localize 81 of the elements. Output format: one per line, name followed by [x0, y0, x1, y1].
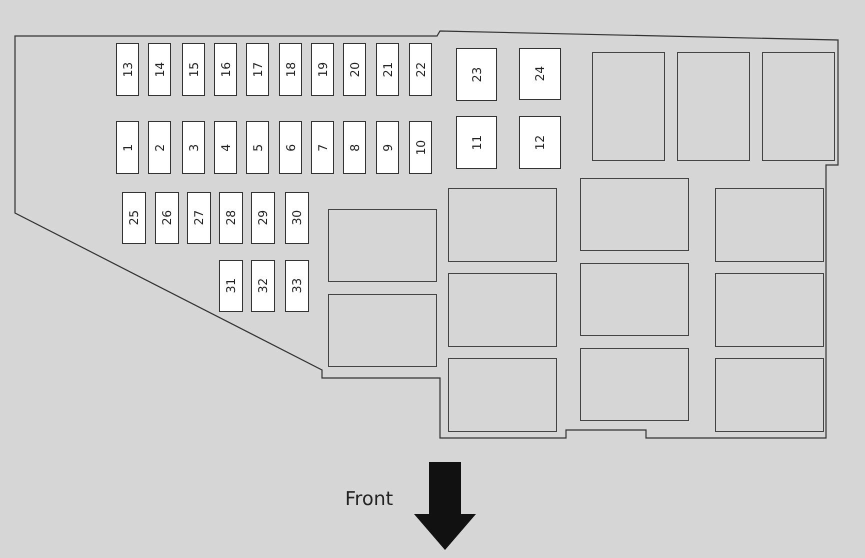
fuse [343, 121, 366, 174]
fuse [214, 121, 237, 174]
relay-slot [328, 209, 437, 282]
fuse-number: 33 [291, 278, 303, 294]
fuse [182, 121, 205, 174]
fuse-number: 9 [382, 144, 394, 152]
relay-slot [715, 358, 824, 432]
relay-slot [592, 52, 665, 161]
fuse-number: 1 [122, 144, 134, 152]
fuse-number: 5 [252, 144, 264, 152]
fuse [409, 121, 432, 174]
fuse-number: 17 [252, 62, 264, 78]
fuse [219, 260, 243, 312]
fuse-number: 32 [257, 278, 269, 294]
fuse-number: 12 [534, 134, 546, 150]
fuse [187, 192, 211, 244]
fuse-number: 4 [220, 144, 232, 152]
fuse [519, 48, 561, 100]
fuse [251, 260, 275, 312]
fuse [148, 43, 171, 96]
relay-slot [580, 263, 689, 336]
fuse-number: 7 [316, 144, 328, 152]
fuse-number: 20 [348, 62, 360, 78]
fuse [116, 121, 139, 174]
fuse [311, 121, 334, 174]
fuse [122, 192, 146, 244]
fuse-number: 2 [154, 144, 166, 152]
fuse-number: 3 [188, 144, 200, 152]
relay-slot [448, 358, 557, 432]
fuse-number: 24 [534, 66, 546, 82]
fuse [246, 121, 269, 174]
fuse-number: 21 [382, 62, 394, 78]
relay-slot [677, 52, 750, 161]
fuse [285, 192, 309, 244]
fuse [519, 116, 561, 169]
fuse-number: 28 [225, 210, 237, 226]
relay-slot [448, 188, 557, 262]
fuse-number: 14 [154, 62, 166, 78]
fuse [376, 121, 399, 174]
relay-slot [715, 188, 824, 262]
relay-slot [580, 348, 689, 421]
fuse-number: 23 [470, 66, 482, 82]
fuse [116, 43, 139, 96]
fuse [285, 260, 309, 312]
fuse [279, 43, 302, 96]
fuse [343, 43, 366, 96]
fuse [409, 43, 432, 96]
fuse [246, 43, 269, 96]
fuse-number: 18 [284, 62, 296, 78]
relay-slot [762, 52, 835, 161]
fuse [456, 48, 497, 101]
relay-slot [580, 178, 689, 251]
fuse-number: 27 [193, 210, 205, 226]
fuse-number: 8 [348, 144, 360, 152]
fuse-number: 26 [161, 210, 173, 226]
fuse [376, 43, 399, 96]
fuse-number: 22 [414, 62, 426, 78]
fuse-number: 11 [470, 134, 482, 150]
fuse [219, 192, 243, 244]
relay-slot [715, 273, 824, 347]
fuse-number: 6 [284, 144, 296, 152]
fuse-number: 13 [122, 62, 134, 78]
fuse [182, 43, 205, 96]
fuse-number: 19 [316, 62, 328, 78]
fuse [251, 192, 275, 244]
fuse-number: 31 [225, 278, 237, 294]
fuse [148, 121, 171, 174]
fuse [456, 116, 497, 169]
fuse-number: 29 [257, 210, 269, 226]
fuse [214, 43, 237, 96]
relay-slot [448, 273, 557, 347]
relay-slot [328, 294, 437, 367]
fuse-number: 30 [291, 210, 303, 226]
direction-label: Front [345, 488, 394, 510]
fuse-number: 16 [220, 62, 232, 78]
fuse [279, 121, 302, 174]
fuse-number: 10 [414, 140, 426, 156]
fuse-number: 25 [128, 210, 140, 226]
fuse-number: 15 [188, 62, 200, 78]
fuse [155, 192, 179, 244]
fuse [311, 43, 334, 96]
